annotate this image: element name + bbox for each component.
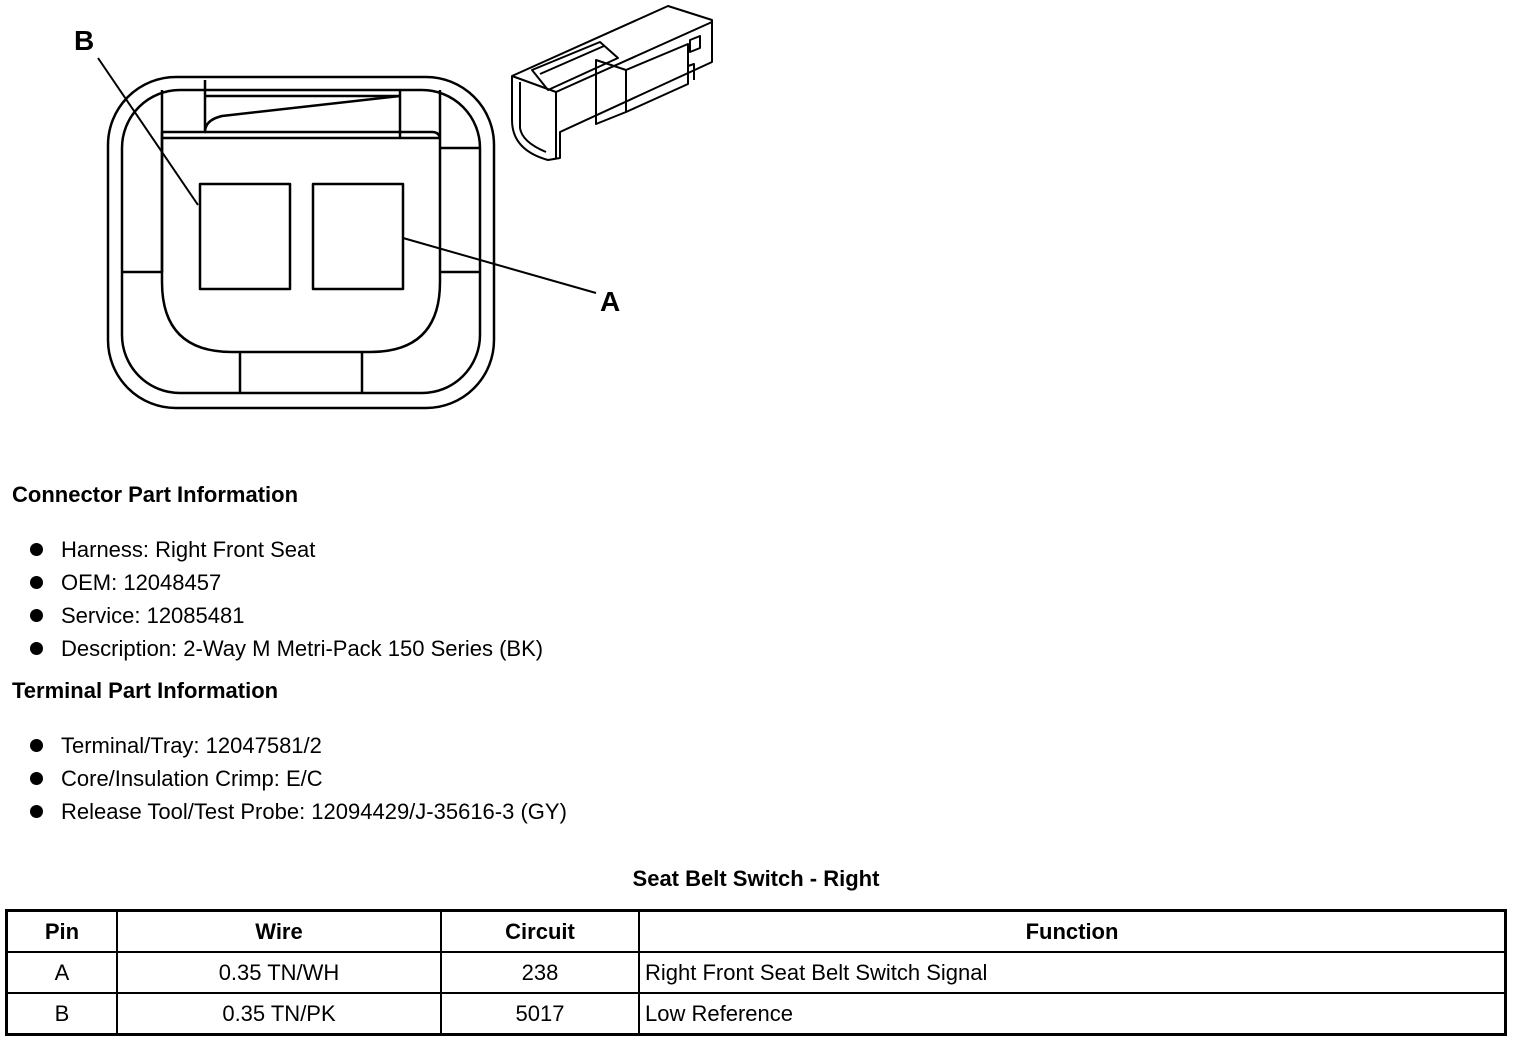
terminal-cavity-b — [198, 182, 292, 291]
table-row: B 0.35 TN/PK 5017 Low Reference — [5, 992, 1507, 1036]
cell-function: Right Front Seat Belt Switch Signal — [638, 951, 1507, 994]
list-item: OEM: 12048457 — [30, 566, 543, 599]
terminal-tray-text: Terminal/Tray: 12047581/2 — [61, 733, 322, 758]
cell-circuit: 238 — [440, 951, 640, 994]
cell-circuit: 5017 — [440, 992, 640, 1036]
header-function: Function — [638, 909, 1507, 953]
cell-wire: 0.35 TN/PK — [116, 992, 442, 1036]
list-item: Description: 2-Way M Metri-Pack 150 Seri… — [30, 632, 543, 665]
list-item: Service: 12085481 — [30, 599, 543, 632]
list-item: Core/Insulation Crimp: E/C — [30, 762, 567, 795]
connector-cavity — [160, 130, 442, 354]
cell-wire: 0.35 TN/WH — [116, 951, 442, 994]
label-b: B — [74, 25, 94, 56]
bullet-icon — [30, 609, 43, 622]
service-text: Service: 12085481 — [61, 603, 245, 628]
bullet-icon — [30, 772, 43, 785]
oem-text: OEM: 12048457 — [61, 570, 222, 595]
cell-function: Low Reference — [638, 992, 1507, 1036]
bullet-icon — [30, 805, 43, 818]
harness-text: Harness: Right Front Seat — [61, 537, 316, 562]
terminal-cavity-a — [311, 182, 405, 291]
release-tool-text: Release Tool/Test Probe: 12094429/J-3561… — [61, 799, 567, 824]
leader-line-a — [402, 237, 597, 294]
list-item: Terminal/Tray: 12047581/2 — [30, 729, 567, 762]
pinout-table: Pin Wire Circuit Function A 0.35 TN/WH 2… — [5, 909, 1507, 1036]
leader-line-b — [97, 57, 199, 206]
connector-info-list: Harness: Right Front Seat OEM: 12048457 … — [30, 533, 543, 665]
description-text: Description: 2-Way M Metri-Pack 150 Seri… — [61, 636, 544, 661]
terminal-info-heading: Terminal Part Information — [12, 678, 279, 703]
crimp-text: Core/Insulation Crimp: E/C — [61, 766, 323, 791]
bullet-icon — [30, 576, 43, 589]
connector-outer-housing — [106, 75, 496, 410]
bullet-icon — [30, 642, 43, 655]
cell-pin: A — [5, 951, 118, 994]
table-row: A 0.35 TN/WH 238 Right Front Seat Belt S… — [5, 951, 1507, 994]
table-header-row: Pin Wire Circuit Function — [5, 909, 1507, 953]
connector-top-frame — [160, 90, 442, 140]
list-item: Harness: Right Front Seat — [30, 533, 543, 566]
header-wire: Wire — [116, 909, 442, 953]
bullet-icon — [30, 739, 43, 752]
connector-diagram: B A — [74, 5, 713, 410]
terminal-info-list: Terminal/Tray: 12047581/2 Core/Insulatio… — [30, 729, 567, 828]
header-pin: Pin — [5, 909, 118, 953]
table-caption: Seat Belt Switch - Right — [632, 866, 880, 891]
bullet-icon — [30, 543, 43, 556]
list-item: Release Tool/Test Probe: 12094429/J-3561… — [30, 795, 567, 828]
connector-perspective-icon — [511, 5, 713, 161]
connector-inner-housing — [120, 88, 482, 395]
header-circuit: Circuit — [440, 909, 640, 953]
cell-pin: B — [5, 992, 118, 1036]
label-a: A — [600, 286, 620, 317]
connector-info-heading: Connector Part Information — [12, 482, 299, 507]
